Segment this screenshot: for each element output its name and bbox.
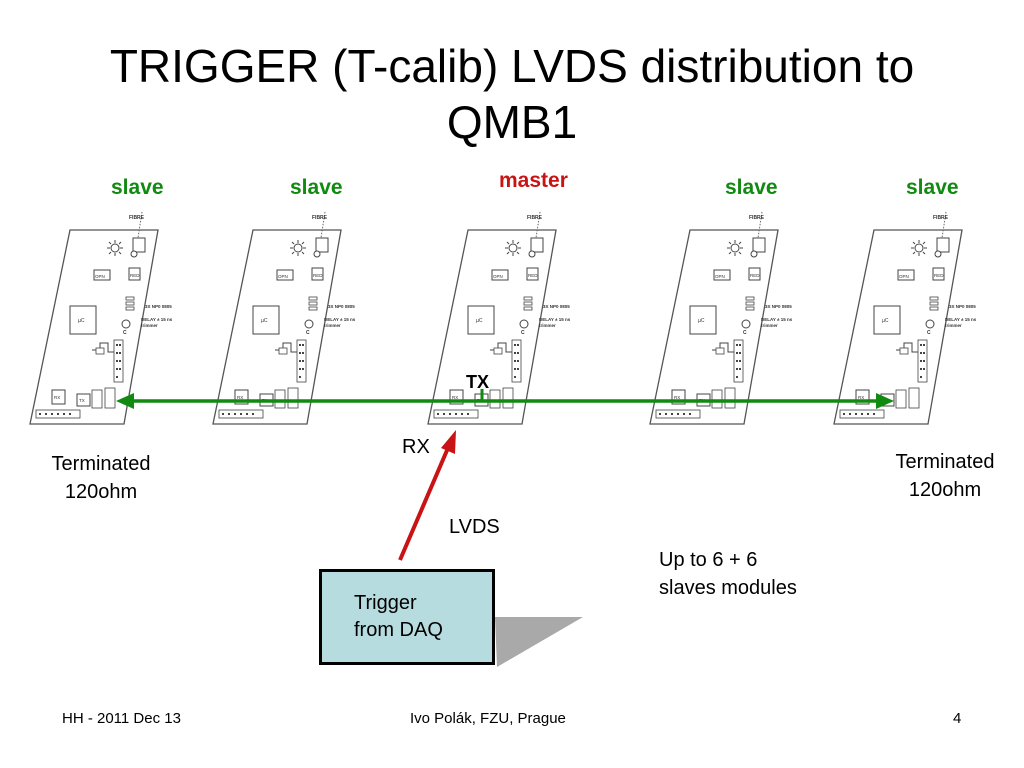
board-1-npn-label: 3X NP0 0805 bbox=[145, 304, 172, 309]
board-1-c-label: C bbox=[123, 330, 127, 336]
board-5-c-label: C bbox=[927, 330, 931, 336]
terminated-right-line-2: 120ohm bbox=[908, 479, 982, 501]
board-1-fibre-label: FIBRE bbox=[129, 215, 145, 221]
board-1-tx-label: TX bbox=[79, 398, 85, 403]
board-4-fibre-label: FIBRE bbox=[749, 215, 765, 221]
terminated-right-note: Terminated 120ohm bbox=[870, 448, 1020, 504]
board-2: FIBRE OPN RED 3X NP0 0805 DELAY ± 15 ns … bbox=[212, 211, 356, 425]
board-2-red-label: RED bbox=[313, 273, 323, 278]
board-1-opn-label: OPN bbox=[95, 274, 105, 279]
terminated-left-note: Terminated 120ohm bbox=[26, 450, 176, 506]
module-role-label-5: slave bbox=[906, 176, 959, 199]
board-5-fibre-label: FIBRE bbox=[933, 215, 949, 221]
module-role-label-2: slave bbox=[290, 176, 343, 199]
module-role-label-1: slave bbox=[111, 176, 164, 199]
board-1-uc-label: µC bbox=[78, 318, 85, 324]
board-3-delay-label: DELAY ± 15 ns bbox=[539, 317, 571, 322]
board-3-fibre-label: FIBRE bbox=[527, 215, 543, 221]
trigger-arrow bbox=[398, 430, 456, 561]
board-3-red-label: RED bbox=[528, 273, 538, 278]
board-4: FIBRE OPN RED 3X NP0 0805 DELAY ± 15 ns … bbox=[649, 211, 793, 425]
footer-page-number: 4 bbox=[953, 710, 962, 727]
board-4-red-label: RED bbox=[750, 273, 760, 278]
board-5-uc-label: µC bbox=[882, 318, 889, 324]
terminated-right-line-1: Terminated bbox=[895, 451, 995, 473]
tx-label: TX bbox=[466, 372, 490, 392]
board-3-c-label: C bbox=[521, 330, 525, 336]
rx-label: RX bbox=[402, 436, 430, 458]
slaves-note-line-1: Up to 6 + 6 bbox=[659, 549, 758, 571]
board-5-npn-label: 3X NP0 0805 bbox=[949, 304, 976, 309]
board-5-opn-label: OPN bbox=[899, 274, 909, 279]
board-5-rx-label: RX bbox=[858, 395, 864, 400]
board-4-rx-label: RX bbox=[674, 395, 680, 400]
terminated-left-line-2: 120ohm bbox=[64, 481, 138, 503]
board-3-master: FIBRE OPN RED 3X NP0 0805 DELAY ± 15 ns … bbox=[427, 211, 571, 425]
bus-arrowhead-right bbox=[876, 393, 894, 409]
board-4-delay-label: DELAY ± 15 ns bbox=[761, 317, 793, 322]
board-5-red-label: RED bbox=[934, 273, 944, 278]
board-4-c-label: C bbox=[743, 330, 747, 336]
module-role-label-3: master bbox=[499, 169, 568, 192]
lvds-label: LVDS bbox=[449, 516, 500, 538]
slide-title-line-2: QMB1 bbox=[446, 96, 578, 148]
module-role-label-4: slave bbox=[725, 176, 778, 199]
terminated-left-line-1: Terminated bbox=[51, 453, 151, 475]
board-5-delay-label: DELAY ± 15 ns bbox=[945, 317, 977, 322]
board-4-uc-label: µC bbox=[698, 318, 705, 324]
board-3-npn-label: 3X NP0 0805 bbox=[543, 304, 570, 309]
bus-arrowhead-left bbox=[116, 393, 134, 409]
board-2-trimmer-label: trimmer bbox=[324, 323, 341, 328]
trigger-from-daq-box: Trigger from DAQ bbox=[319, 569, 495, 665]
trigger-box-shadow bbox=[495, 617, 583, 667]
trigger-arrowhead bbox=[441, 430, 456, 454]
board-3-opn-label: OPN bbox=[493, 274, 503, 279]
board-4-trimmer-label: trimmer bbox=[761, 323, 778, 328]
board-5-trimmer-label: trimmer bbox=[945, 323, 962, 328]
board-2-delay-label: DELAY ± 15 ns bbox=[324, 317, 356, 322]
footer-author: Ivo Polák, FZU, Prague bbox=[410, 710, 566, 727]
board-1-trimmer-label: trimmer bbox=[141, 323, 158, 328]
trigger-box-line-2: from DAQ bbox=[354, 619, 443, 641]
board-3-uc-label: µC bbox=[476, 318, 483, 324]
lvds-bus-arrow bbox=[116, 389, 894, 409]
board-2-rx-label: RX bbox=[237, 395, 243, 400]
trigger-box-line-1: Trigger bbox=[354, 592, 417, 614]
slide-title-line-1: TRIGGER (T-calib) LVDS distribution to bbox=[109, 40, 915, 92]
board-2-fibre-label: FIBRE bbox=[312, 215, 328, 221]
slaves-note-line-2: slaves modules bbox=[659, 577, 797, 599]
slide-title: TRIGGER (T-calib) LVDS distribution to Q… bbox=[0, 38, 1024, 150]
board-3-rx-label: RX bbox=[452, 395, 458, 400]
board-5: FIBRE OPN RED 3X NP0 0805 DELAY ± 15 ns … bbox=[833, 211, 977, 425]
board-4-opn-label: OPN bbox=[715, 274, 725, 279]
slaves-count-note: Up to 6 + 6 slaves modules bbox=[659, 546, 797, 602]
board-2-c-label: C bbox=[306, 330, 310, 336]
board-2-npn-label: 3X NP0 0805 bbox=[328, 304, 355, 309]
trigger-box-text: Trigger from DAQ bbox=[354, 590, 443, 644]
board-3-trimmer-label: trimmer bbox=[539, 323, 556, 328]
board-1-rx-label: RX bbox=[54, 395, 60, 400]
board-2-opn-label: OPN bbox=[278, 274, 288, 279]
board-1: FIBRE OPN RED 3X NP0 0805 DELAY ± 15 ns … bbox=[29, 211, 173, 425]
footer-date: HH - 2011 Dec 13 bbox=[62, 710, 181, 727]
board-1-delay-label: DELAY ± 15 ns bbox=[141, 317, 173, 322]
board-2-uc-label: µC bbox=[261, 318, 268, 324]
board-4-npn-label: 3X NP0 0805 bbox=[765, 304, 792, 309]
board-1-red-label: RED bbox=[130, 273, 140, 278]
